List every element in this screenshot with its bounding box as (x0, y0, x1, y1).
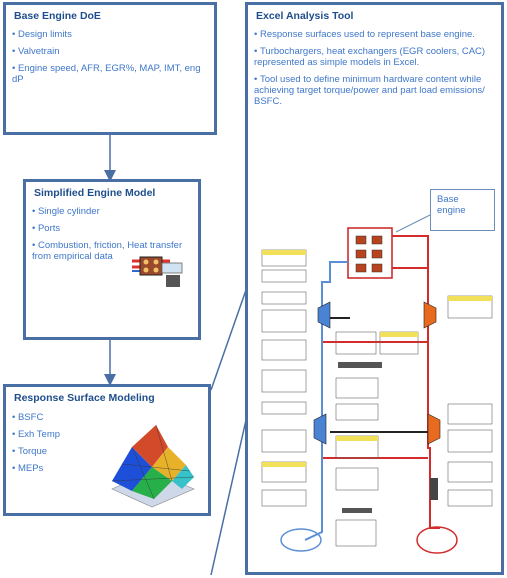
simplified-bullet: Ports (32, 223, 192, 234)
base-engine-callout: Base engine (430, 189, 495, 231)
rsm-bullet: Torque (12, 446, 202, 457)
parameter-tables-right (447, 295, 493, 507)
doe-bullet: Design limits (12, 29, 208, 40)
excel-bullet: Turbochargers, heat exchangers (EGR cool… (254, 46, 495, 68)
intake-inlet-highlight (280, 528, 322, 552)
turbocharger-hp-turbine (423, 301, 437, 329)
rsm-title: Response Surface Modeling (14, 392, 155, 404)
charge-air-cooler (338, 362, 382, 368)
rsm-box: Response Surface Modeling BSFC Exh Temp … (3, 384, 211, 516)
turbocharger-lp-turbine (427, 413, 441, 445)
rsm-bullet: Exh Temp (12, 429, 202, 440)
doe-box: Base Engine DoE Design limits Valvetrain… (3, 2, 217, 135)
rsm-bullet: MEPs (12, 463, 202, 474)
simplified-title: Simplified Engine Model (34, 187, 156, 199)
doe-title: Base Engine DoE (14, 10, 101, 22)
excel-bullet: Response surfaces used to represent base… (254, 29, 495, 40)
doe-bullet-list: Design limits Valvetrain Engine speed, A… (12, 29, 208, 91)
engine-model-icon (132, 256, 183, 287)
excel-bullet: Tool used to define minimum hardware con… (254, 74, 495, 107)
callout-pointer (395, 214, 431, 233)
doe-bullet: Engine speed, AFR, EGR%, MAP, IMT, eng d… (12, 63, 208, 85)
connector-rsm-to-excel-bottom (210, 419, 247, 576)
turbocharger-lp-compressor (313, 413, 327, 445)
excel-box: Excel Analysis Tool Response surfaces us… (245, 2, 504, 575)
response-surface-plot-icon (111, 424, 195, 508)
turbocharger-hp-compressor (317, 301, 331, 329)
exhaust-outlet-highlight (416, 526, 458, 554)
simplified-bullet: Single cylinder (32, 206, 192, 217)
excel-title: Excel Analysis Tool (256, 10, 354, 22)
connector-rsm-to-excel (210, 289, 247, 391)
rsm-bullet: BSFC (12, 412, 202, 423)
doe-bullet: Valvetrain (12, 46, 208, 57)
egr-cooler (342, 508, 372, 513)
excel-bullet-list: Response surfaces used to represent base… (254, 29, 495, 113)
parameter-tables-left (261, 249, 307, 507)
simplified-box: Simplified Engine Model Single cylinder … (23, 179, 201, 340)
engine-block (347, 227, 393, 279)
simplified-bullet-list: Single cylinder Ports Combustion, fricti… (32, 206, 192, 268)
simplified-bullet: Combustion, friction, Heat transfer from… (32, 240, 192, 262)
rsm-bullet-list: BSFC Exh Temp Torque MEPs (12, 412, 202, 480)
intake-path (304, 261, 348, 541)
